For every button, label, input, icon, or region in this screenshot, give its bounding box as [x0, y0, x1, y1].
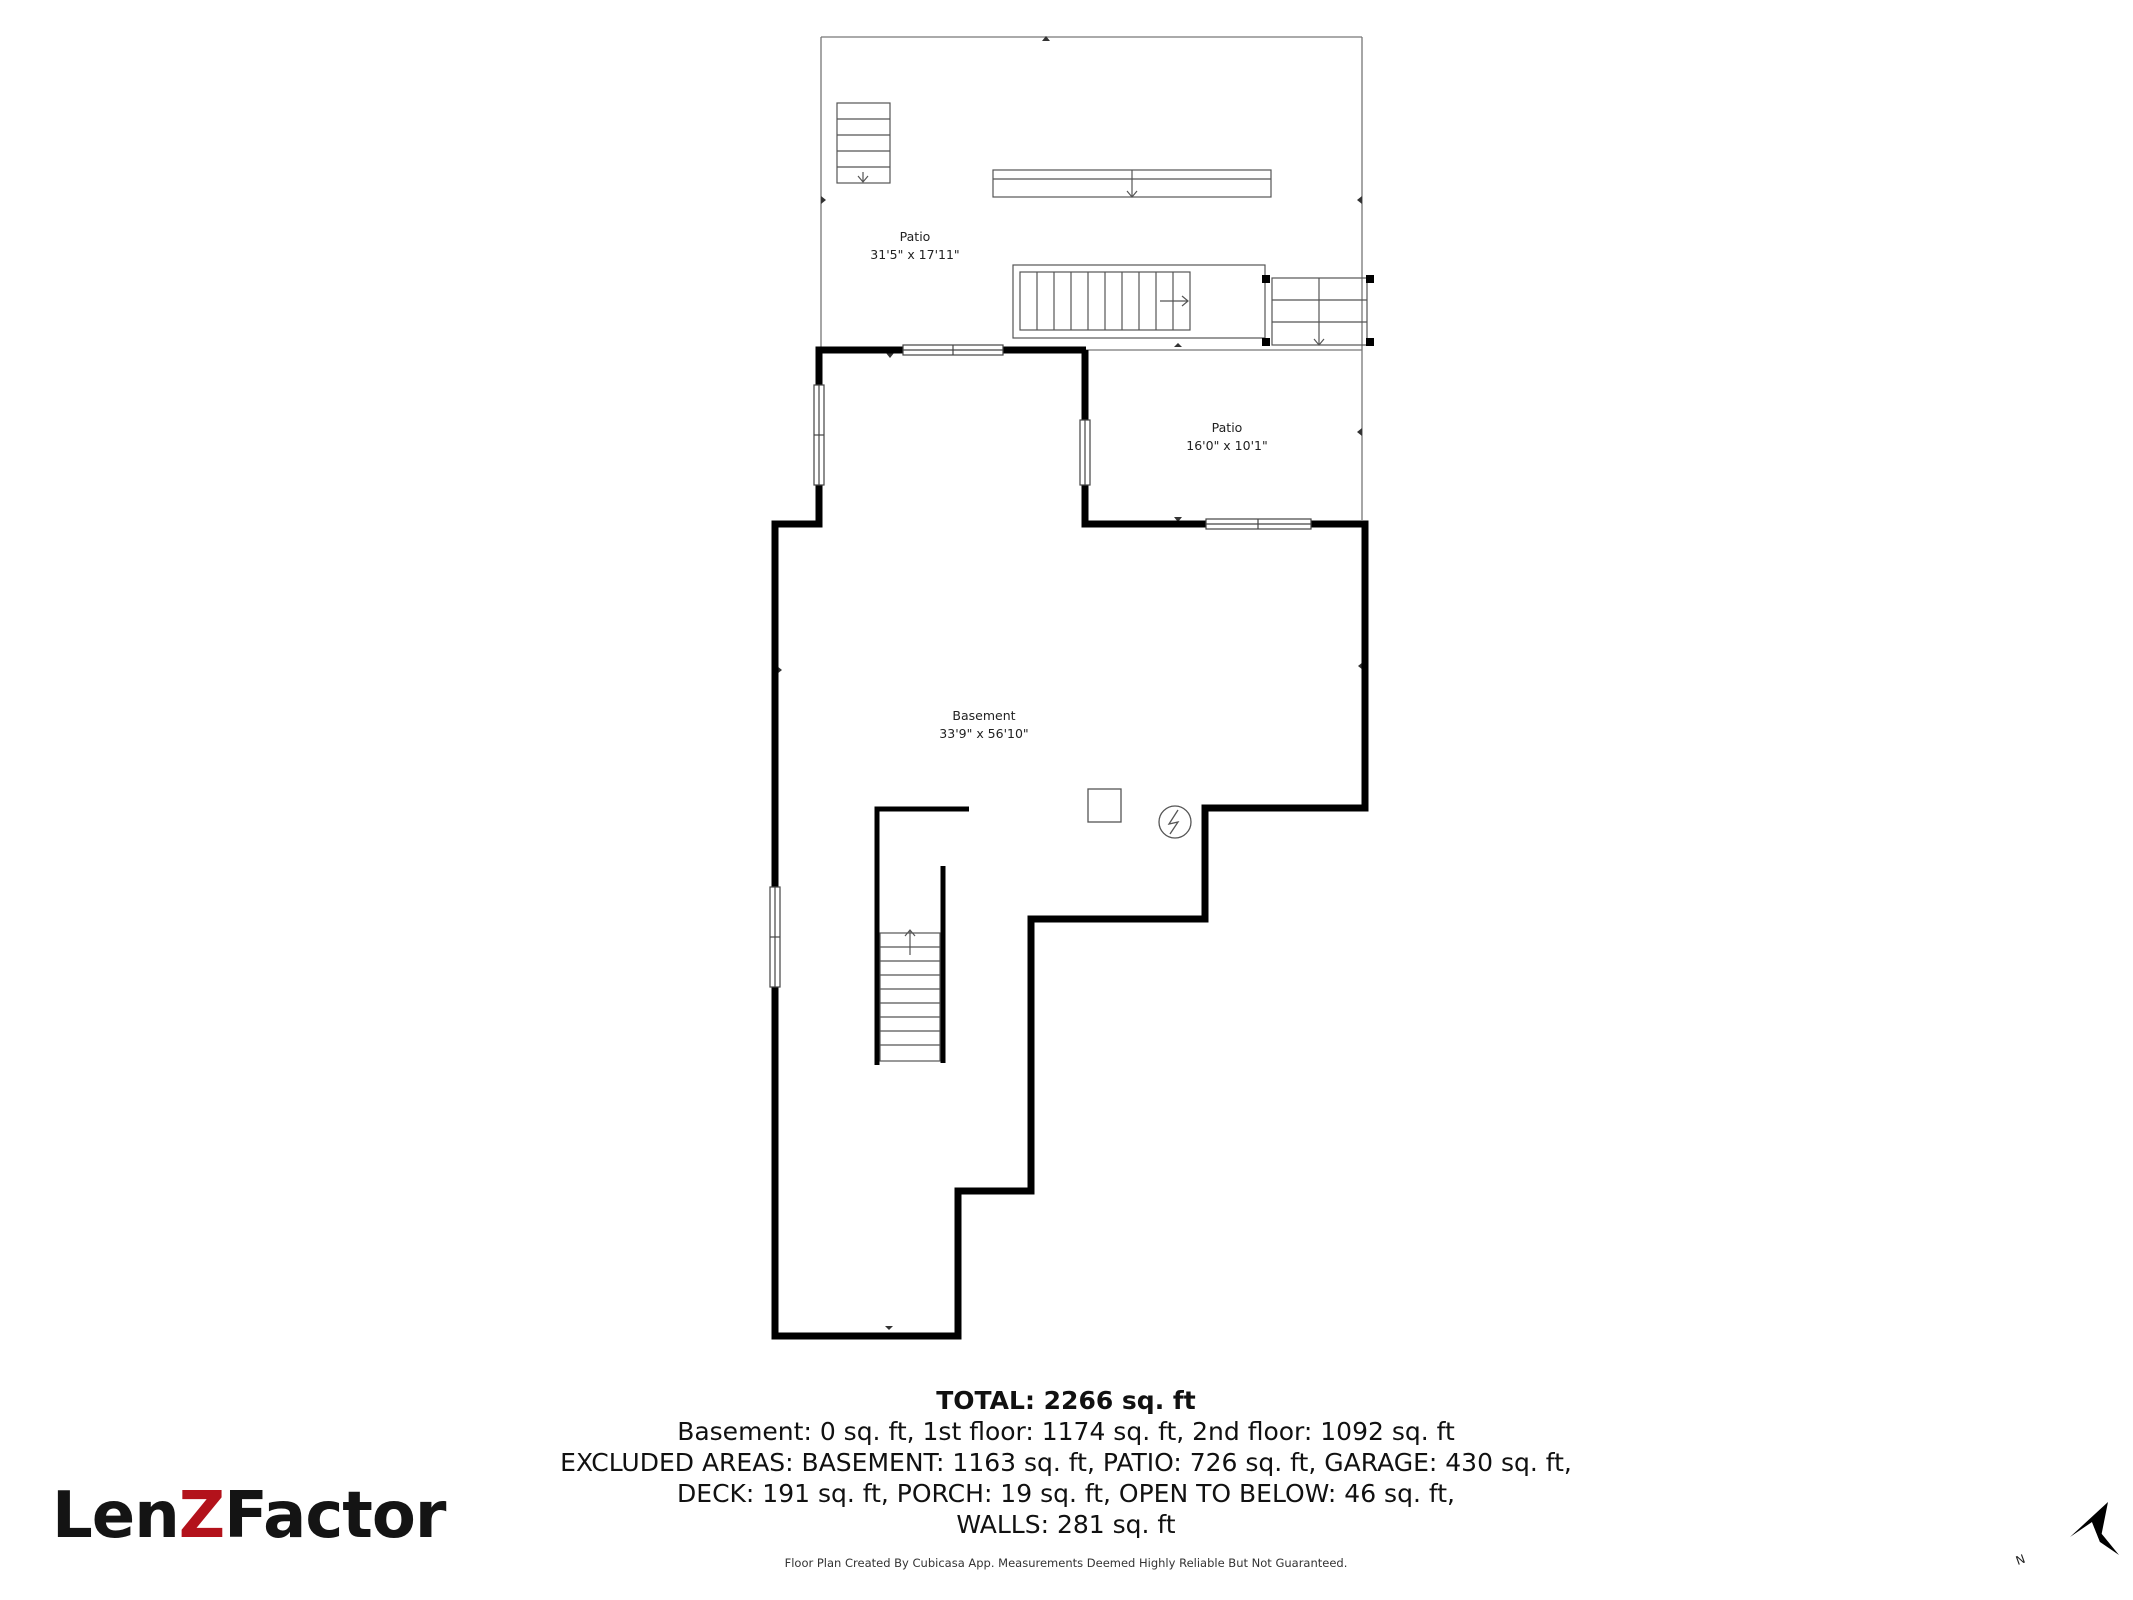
patio-upper-outline	[820, 36, 1363, 351]
interior-stair	[879, 929, 941, 1062]
total-area: TOTAL: 2266 sq. ft	[936, 1386, 1196, 1415]
basement-walls	[771, 346, 1369, 1340]
patio-stair-horizontal	[1012, 264, 1266, 339]
area-summary: TOTAL: 2266 sq. ft Basement: 0 sq. ft, 1…	[466, 1385, 1666, 1540]
north-label: N	[2014, 1552, 2027, 1568]
column-fixture	[1087, 788, 1122, 823]
excluded-areas-line3: WALLS: 281 sq. ft	[956, 1510, 1176, 1539]
tick-marks	[777, 36, 1363, 1330]
logo-part-z: Z	[178, 1479, 225, 1553]
basement-dims: 33'9" x 56'10"	[939, 726, 1028, 741]
logo-part-len: Len	[52, 1479, 180, 1553]
windows	[769, 344, 1312, 988]
patio-stair-left	[836, 102, 891, 184]
patio-stair-right	[1271, 277, 1368, 346]
north-arrow-icon: N	[2014, 1502, 2119, 1568]
utility-icon	[1158, 805, 1192, 839]
post-markers	[1262, 275, 1374, 346]
patio-steps-long	[992, 169, 1272, 198]
logo-part-factor: Factor	[224, 1479, 446, 1553]
patio-lower-dims: 16'0" x 10'1"	[1186, 438, 1267, 453]
patio-upper-dims: 31'5" x 17'11"	[870, 247, 959, 262]
patio-upper-name: Patio	[900, 229, 931, 244]
disclaimer: Floor Plan Created By Cubicasa App. Meas…	[784, 1556, 1348, 1570]
floor-areas: Basement: 0 sq. ft, 1st floor: 1174 sq. …	[677, 1417, 1455, 1446]
patio-lower-name: Patio	[1212, 420, 1243, 435]
excluded-areas-line2: DECK: 191 sq. ft, PORCH: 19 sq. ft, OPEN…	[677, 1479, 1455, 1508]
excluded-areas-line1: EXCLUDED AREAS: BASEMENT: 1163 sq. ft, P…	[560, 1448, 1572, 1477]
basement-name: Basement	[952, 708, 1015, 723]
stair-walls	[874, 806, 969, 1065]
lenzfactor-logo: LenZFactor	[52, 1476, 446, 1556]
